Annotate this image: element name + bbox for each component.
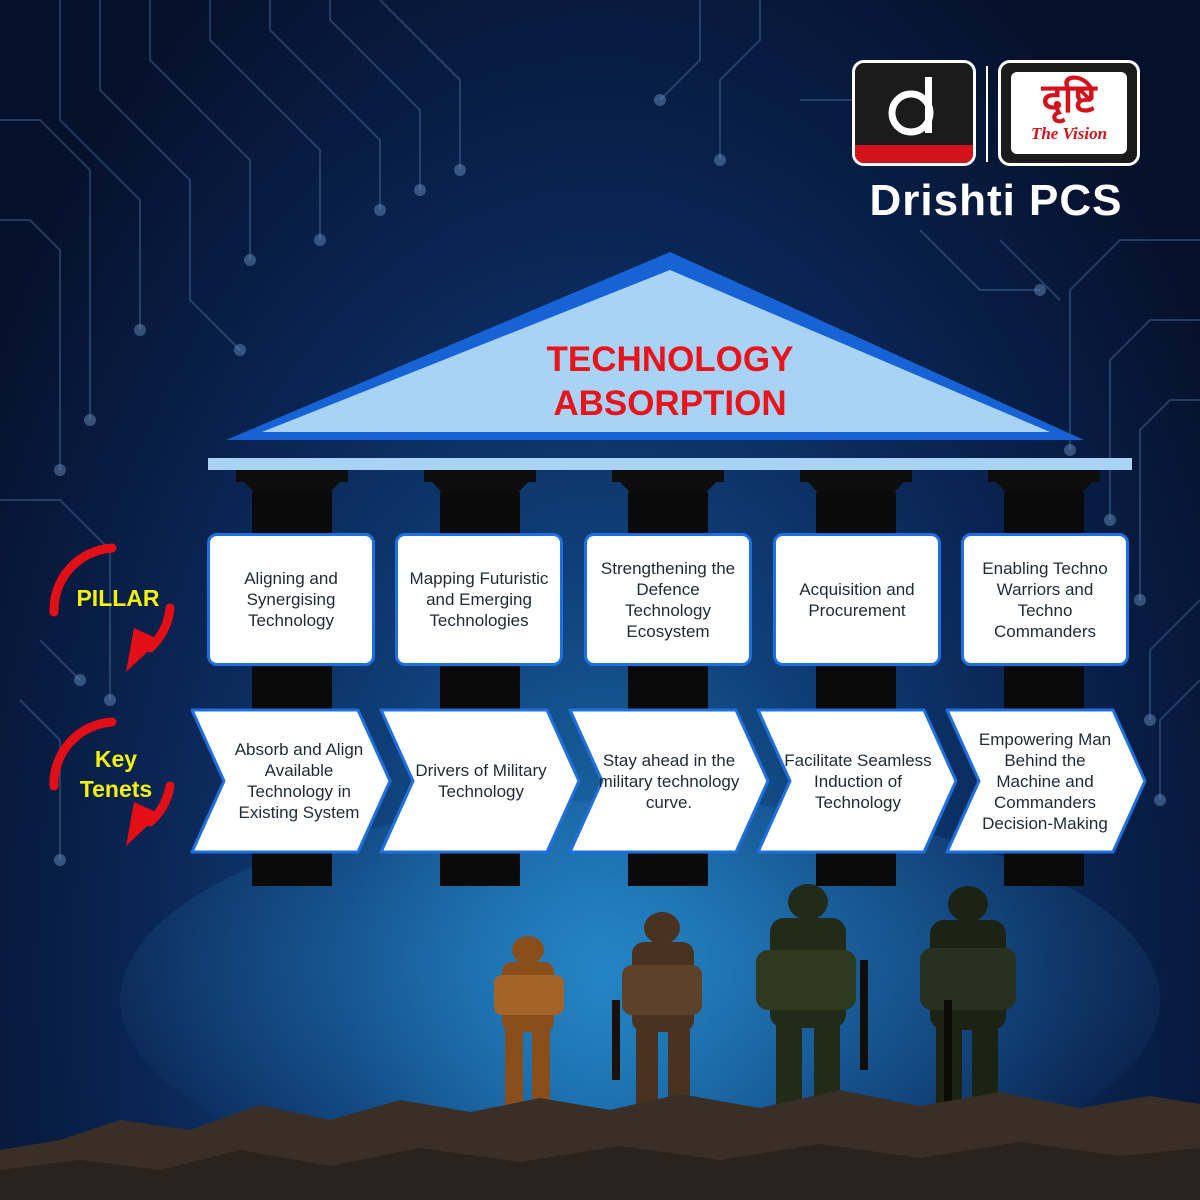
- d-letter-icon: [855, 77, 973, 163]
- tenets-arrowhead-icon: [126, 802, 160, 846]
- roof-title: TECHNOLOGY ABSORPTION: [470, 338, 870, 426]
- soldier-2: [612, 912, 702, 1130]
- drishti-d-logo: [852, 60, 976, 166]
- pillar-box: Strengthening the Defence Technology Eco…: [584, 533, 752, 666]
- roof-beam: [208, 458, 1132, 470]
- pillar-box: Acquisition and Procurement: [773, 533, 941, 666]
- tenet-text: Stay ahead in the military technology cu…: [598, 750, 740, 812]
- logo-tagline: The Vision: [1030, 124, 1108, 143]
- tenet-text: Drivers of Military Technology: [415, 761, 547, 801]
- soldier-1: [494, 936, 564, 1110]
- tenet-text: Empowering Man Behind the Machine and Co…: [978, 729, 1112, 833]
- the-vision-logo-inner: दृष्टि The Vision: [1011, 72, 1127, 154]
- soldier-3: [756, 884, 868, 1136]
- logo-separator: [986, 66, 988, 162]
- pillar-label: PILLAR: [76, 585, 160, 611]
- pillar-box: Aligning and Synergising Technology: [207, 533, 375, 666]
- key-tenets-label: Key Tenets: [66, 744, 166, 804]
- pillar-arrowhead-icon: [126, 628, 160, 672]
- pillar-curved-arrow-icon: [49, 543, 117, 617]
- tenet-chevron-2: [379, 708, 581, 854]
- key-tenets-line2: Tenets: [79, 776, 153, 802]
- tenet-text: Absorb and Align Available Technology in…: [234, 740, 364, 822]
- tenet-chevron-1: [190, 708, 392, 854]
- key-tenets-line1: Key: [94, 746, 138, 772]
- tenet-chevron-5: [945, 708, 1147, 854]
- roof-title-line1: TECHNOLOGY: [546, 340, 794, 379]
- tenet-text: Facilitate Seamless Induction of Technol…: [784, 750, 932, 812]
- roof-title-line2: ABSORPTION: [553, 384, 787, 423]
- the-vision-logo: दृष्टि The Vision: [998, 60, 1140, 166]
- pillar-box: Enabling Techno Warriors and Techno Comm…: [961, 533, 1129, 666]
- brand-name: Drishti PCS: [869, 176, 1123, 225]
- pillar-box: Mapping Futuristic and Emerging Technolo…: [395, 533, 563, 666]
- tenet-chevron-3: [568, 708, 770, 854]
- tenets-curved-arrow-icon: [49, 717, 117, 791]
- tenet-chevron-4: [756, 708, 958, 854]
- logo-hindi-text: दृष्टि: [1041, 76, 1097, 122]
